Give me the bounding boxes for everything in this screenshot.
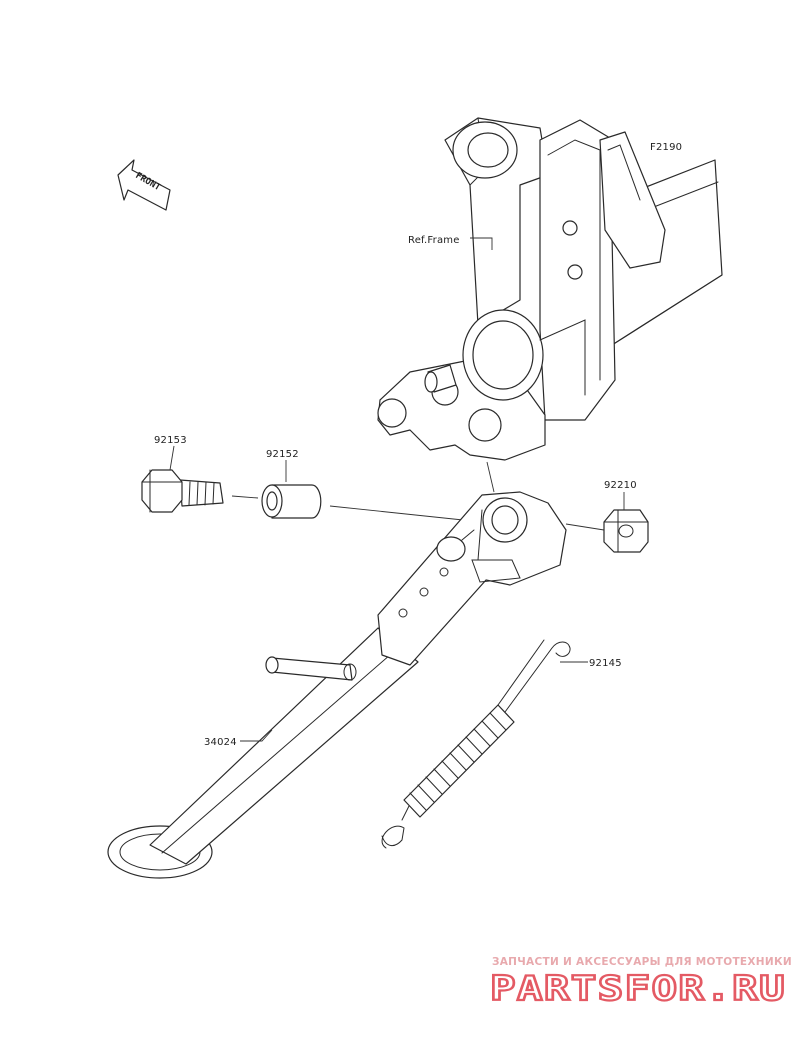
part-label-34024: 34024 <box>204 737 237 748</box>
side-stand-part <box>107 491 567 879</box>
part-label-92145: 92145 <box>589 658 622 669</box>
part-label-92152: 92152 <box>266 449 299 460</box>
ref-frame-label: Ref.Frame <box>408 235 460 246</box>
watermark-subtitle: ЗАПЧАСТИ И АКСЕССУАРЫ ДЛЯ МОТОТЕХНИКИ <box>492 956 792 968</box>
part-label-92210: 92210 <box>604 480 637 491</box>
collar-part <box>261 484 322 519</box>
leader-ref-frame <box>470 237 493 250</box>
watermark: ЗАПЧАСТИ И АКСЕССУАРЫ ДЛЯ МОТОТЕХНИКИ PA… <box>489 956 792 1010</box>
alignment-line-bracket <box>486 461 495 493</box>
spring-part <box>381 639 571 849</box>
figure-code: F2190 <box>650 142 682 153</box>
leader-92153 <box>169 445 175 471</box>
leader-34024 <box>240 729 273 742</box>
alignment-line-collar <box>329 505 483 523</box>
nut-part <box>603 509 649 553</box>
frame-reference <box>377 117 723 461</box>
alignment-line-nut <box>565 523 605 531</box>
alignment-line-bolt <box>231 495 259 499</box>
part-label-92153: 92153 <box>154 435 187 446</box>
watermark-brand: PARTSFOR.RU <box>490 969 786 1009</box>
bolt-part <box>141 469 224 513</box>
front-arrow-icon: FRONT <box>117 159 171 211</box>
